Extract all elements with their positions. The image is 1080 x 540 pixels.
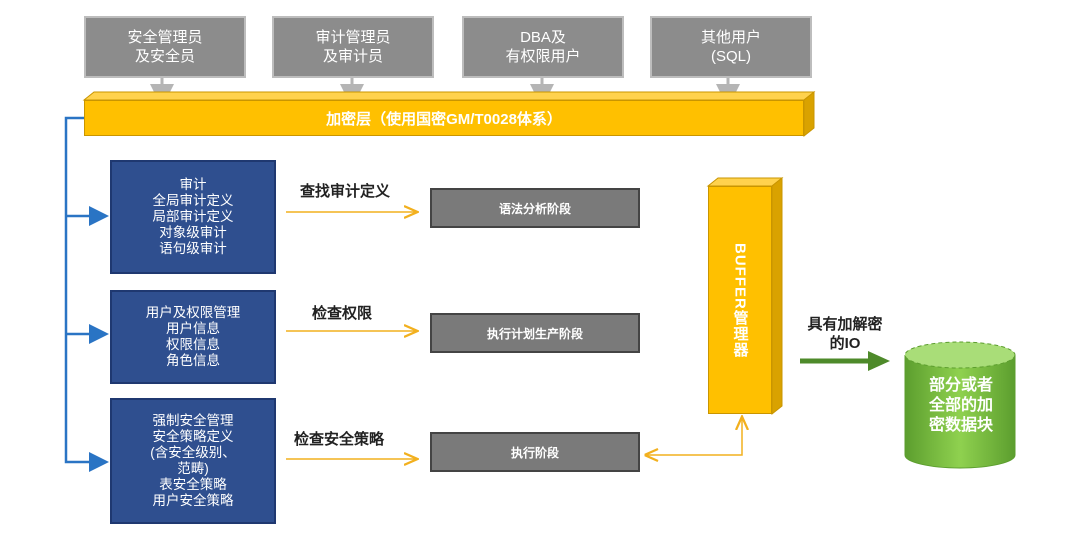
stage-box-execute: 执行阶段 bbox=[430, 432, 640, 472]
stage-box-parse: 语法分析阶段 bbox=[430, 188, 640, 228]
storage-label: 部分或者 全部的加 密数据块 bbox=[928, 377, 993, 434]
stage-box-plan: 执行计划生产阶段 bbox=[430, 313, 640, 353]
user-box-dba: DBA及有权限用户 bbox=[462, 16, 624, 78]
user-box-other-users: 其他用户(SQL) bbox=[650, 16, 812, 78]
encryption-layer-label: 加密层（使用国密GM/T0028体系） bbox=[326, 110, 562, 128]
storage-cylinder bbox=[904, 341, 1016, 469]
step-label-audit: 查找审计定义 bbox=[300, 183, 391, 200]
user-box-audit-admin: 审计管理员及审计员 bbox=[272, 16, 434, 78]
security-policy-config-box: 强制安全管理 安全策略定义 (含安全级别、 范畴) 表安全策略 用户安全策略 bbox=[110, 398, 276, 524]
step-label-permission: 检查权限 bbox=[312, 305, 373, 322]
user-box-security-admin: 安全管理员及安全员 bbox=[84, 16, 246, 78]
buffer-side bbox=[771, 176, 783, 416]
io-label: 具有加解密 的IO bbox=[807, 316, 883, 352]
permission-config-box: 用户及权限管理 用户信息 权限信息 角色信息 bbox=[110, 290, 276, 384]
blue-connector-main bbox=[64, 116, 109, 472]
encryption-layer-side bbox=[803, 90, 815, 138]
encryption-layer-top bbox=[82, 91, 816, 101]
encryption-layer: 加密层（使用国密GM/T0028体系） bbox=[84, 100, 804, 136]
buffer-manager-label: BUFFER管理器 bbox=[731, 242, 749, 358]
io-arrow-head bbox=[868, 351, 890, 371]
buffer-manager: BUFFER管理器 bbox=[708, 186, 772, 414]
audit-config-box: 审计 全局审计定义 局部审计定义 对象级审计 语句级审计 bbox=[110, 160, 276, 274]
buffer-top bbox=[706, 177, 784, 187]
step-label-policy: 检查安全策略 bbox=[294, 431, 385, 448]
exec-buffer-arrow bbox=[646, 418, 742, 455]
